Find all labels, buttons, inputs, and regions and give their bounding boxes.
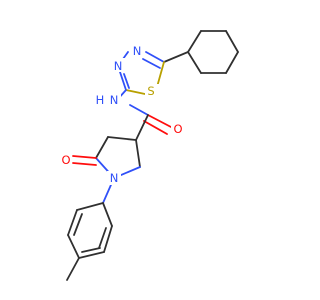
bond — [73, 213, 83, 236]
bond — [225, 51, 239, 74]
bond — [81, 247, 101, 253]
bond — [98, 227, 107, 249]
bond-layer — [66, 30, 239, 281]
bond — [187, 30, 202, 53]
atom-n-thiadiazole-top: N — [133, 44, 142, 58]
atom-s-thiadiazole: S — [147, 84, 154, 98]
bond — [123, 73, 130, 89]
atom-o-lactam: O — [61, 153, 70, 167]
bond — [107, 136, 137, 141]
atom-h-amide: H — [96, 93, 105, 107]
bond — [67, 209, 78, 236]
bond — [76, 202, 104, 211]
bond — [72, 162, 97, 166]
molecule-structure-diagram: N N S H N O O N — [58, 30, 239, 281]
bond — [156, 61, 165, 88]
bond — [225, 30, 239, 53]
bond — [145, 51, 165, 63]
atom-n-thiadiazole-left: N — [114, 59, 123, 73]
bond — [163, 51, 189, 63]
bond — [72, 155, 97, 159]
bond — [187, 51, 202, 74]
atom-n-amide: N — [110, 93, 119, 107]
bond — [147, 114, 172, 128]
bond — [67, 234, 80, 259]
atom-labels: N N S H N O O N — [58, 44, 185, 185]
bond — [125, 89, 146, 95]
bond — [143, 120, 168, 135]
bond — [129, 104, 149, 116]
bond — [142, 58, 161, 69]
bond — [103, 225, 113, 253]
atom-n-pyrrolidine: N — [110, 171, 119, 185]
atom-o-amide: O — [173, 122, 182, 136]
bond — [135, 139, 141, 168]
bond — [78, 251, 105, 259]
bond — [66, 257, 80, 281]
bond — [102, 202, 113, 227]
bond — [95, 136, 109, 159]
bond — [135, 114, 149, 141]
